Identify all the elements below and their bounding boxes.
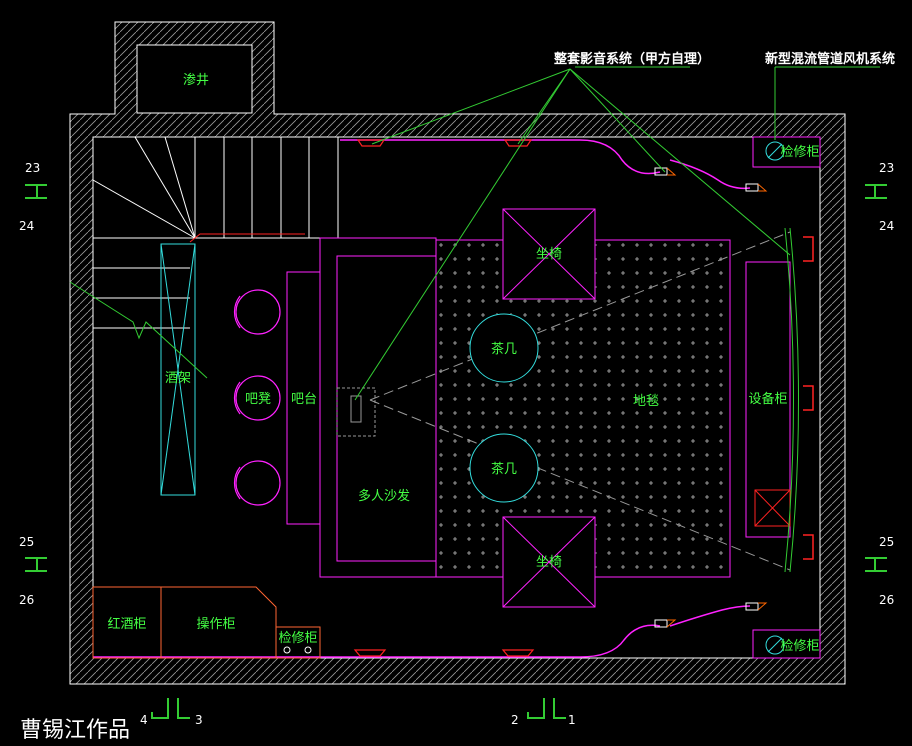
svg-text:操作柜: 操作柜 (196, 616, 235, 632)
section-marks (25, 184, 887, 719)
section-2: 2 (511, 713, 519, 727)
svg-text:地毯: 地毯 (633, 394, 659, 409)
bar-counter: 吧台 (286, 271, 321, 525)
air-leader (774, 66, 880, 140)
svg-text:坐椅: 坐椅 (536, 247, 562, 262)
svg-text:坐椅: 坐椅 (536, 555, 562, 570)
tea-table-top: 茶几 (469, 313, 539, 383)
projector (336, 387, 376, 437)
access-cabinet-top: 检修柜 (752, 136, 821, 168)
operation-cabinet: 操作柜 (160, 586, 277, 659)
step-edge (189, 233, 305, 243)
section-1: 1 (568, 713, 576, 727)
seat-top: 坐椅 (502, 208, 596, 300)
speakers-right (803, 236, 814, 560)
wine-rack: 酒架 (160, 243, 196, 496)
section-24-left: 24 (19, 219, 34, 233)
section-26-right: 26 (879, 593, 894, 607)
author-credit: 曹锡江作品 (20, 718, 131, 743)
tea-table-bottom: 茶几 (469, 433, 539, 503)
equipment-cabinet: 设备柜 (745, 261, 791, 538)
svg-text:红酒柜: 红酒柜 (107, 616, 146, 632)
red-wine-cabinet: 红酒柜 (92, 586, 162, 659)
svg-text:检修柜: 检修柜 (780, 639, 819, 654)
break-line (69, 281, 208, 379)
svg-text:设备柜: 设备柜 (748, 391, 787, 407)
audio-leaders (354, 66, 791, 401)
staircase (92, 136, 340, 329)
svg-text:吧凳: 吧凳 (245, 391, 271, 407)
svg-text:检修柜: 检修柜 (780, 145, 819, 160)
svg-text:检修柜: 检修柜 (278, 631, 317, 646)
section-25-left: 25 (19, 535, 34, 549)
fresh-air-label: 新型混流管道风机系统 (765, 51, 895, 67)
svg-text:茶几: 茶几 (491, 341, 517, 357)
section-4: 4 (140, 713, 148, 727)
section-25-right: 25 (879, 535, 894, 549)
small-access-cabinet: 检修柜 (275, 626, 321, 659)
access-cabinet-bottom: 检修柜 (752, 629, 821, 659)
section-23-left: 23 (25, 161, 40, 175)
svg-text:渗井: 渗井 (183, 73, 209, 88)
svg-text:多人沙发: 多人沙发 (358, 488, 410, 504)
projection-lines (369, 231, 791, 571)
section-23-right: 23 (879, 161, 894, 175)
cable-runs (93, 139, 751, 658)
section-24-right: 24 (879, 219, 894, 233)
bar-stools: 吧凳 (233, 289, 281, 506)
wall-speakers (654, 167, 768, 628)
section-3: 3 (195, 713, 203, 727)
audio-system-label: 整套影音系统（甲方自理） (553, 51, 710, 67)
shaft: 渗井 (136, 44, 253, 114)
ceiling-speakers (353, 139, 535, 657)
seat-bottom: 坐椅 (502, 516, 596, 608)
svg-text:吧台: 吧台 (291, 392, 317, 407)
section-26-left: 26 (19, 593, 34, 607)
projection-screen (784, 227, 799, 573)
svg-text:酒架: 酒架 (165, 371, 191, 386)
svg-text:茶几: 茶几 (491, 461, 517, 477)
